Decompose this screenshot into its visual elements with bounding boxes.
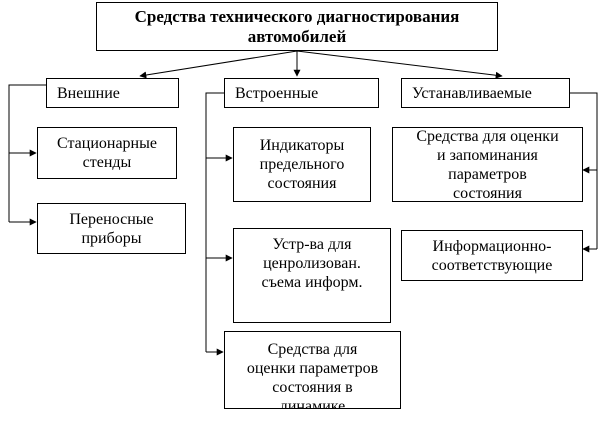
external-item-stationary: Стационарные стенды <box>37 127 177 179</box>
bracket-external <box>8 84 46 222</box>
installed-item-informational: Информационно- соответствующие <box>401 230 583 281</box>
builtin-item-centralized: Устр-ва для ценролизован. съема информ. <box>233 228 391 323</box>
category-builtin: Встроенные <box>224 78 379 108</box>
category-external: Внешние <box>46 78 179 108</box>
bracket-builtin <box>205 92 224 352</box>
builtin-item-dynamics: Средства для оценки параметров состояния… <box>224 331 401 409</box>
builtin-item-indicators: Индикаторы предельного состояния <box>233 127 371 202</box>
external-item-portable: Переносные приборы <box>37 203 186 254</box>
category-installed: Устанавливаемые <box>401 78 570 108</box>
bracket-installed <box>570 92 598 249</box>
arrow-title-installed <box>296 50 503 79</box>
installed-item-assessment: Средства для оценки и запоминания параме… <box>392 127 583 202</box>
diagram-title: Средства технического диагностирования а… <box>96 2 498 51</box>
arrow-title-external <box>139 50 298 79</box>
